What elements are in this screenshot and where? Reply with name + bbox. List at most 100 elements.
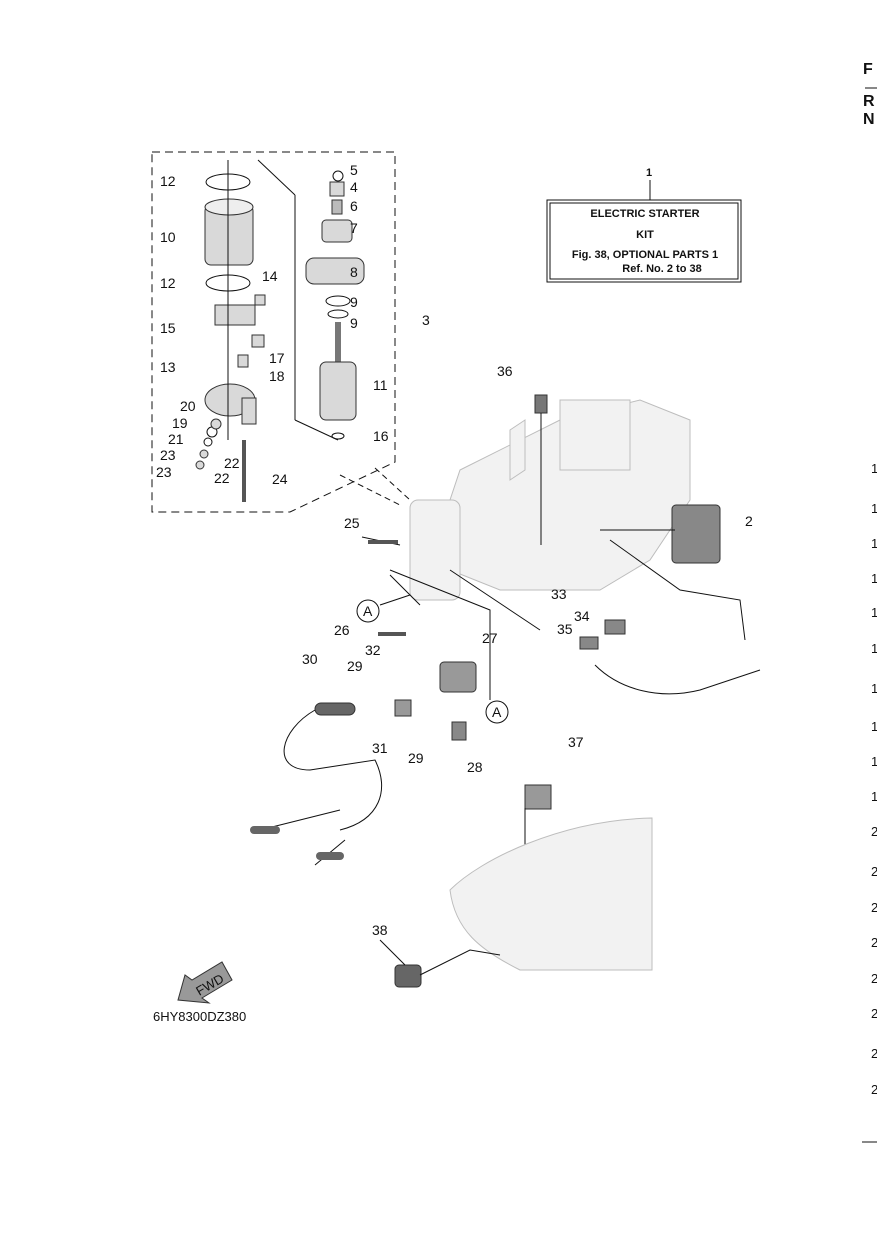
callout-11: 11 <box>373 377 388 393</box>
callout-22: 22 <box>224 455 240 471</box>
callout-37: 37 <box>568 734 584 750</box>
callout-29: 29 <box>408 750 424 766</box>
callout-15: 15 <box>160 320 176 336</box>
switch-37 <box>524 784 552 810</box>
callout-5: 5 <box>350 162 358 178</box>
washer-9a <box>325 295 351 307</box>
callout-4: 4 <box>350 179 358 195</box>
callout-26: 26 <box>334 622 350 638</box>
callout-28: 28 <box>467 759 483 775</box>
right-edge-digit: 1 <box>871 681 877 696</box>
washer-9b <box>327 309 349 319</box>
right-edge-digit: 1 <box>871 605 877 620</box>
callout-18: 18 <box>269 368 285 384</box>
armature-11 <box>319 361 357 421</box>
nut-23b <box>195 460 205 470</box>
armature-shaft <box>335 322 341 362</box>
callout-9: 9 <box>350 315 358 331</box>
through-bolt <box>242 440 246 502</box>
washer-20 <box>210 418 222 430</box>
bolt-25 <box>368 540 398 544</box>
starter-relay-31 <box>394 699 412 717</box>
callout-6: 6 <box>350 198 358 214</box>
right-edge-digit: 2 <box>871 824 877 839</box>
callout-8: 8 <box>350 264 358 280</box>
callout-9: 9 <box>350 294 358 310</box>
ref-marker-a-2 <box>485 700 509 724</box>
end-cover-boss <box>241 397 257 425</box>
callout-17: 17 <box>269 350 285 366</box>
kit-ref-range: Ref. No. 2 to 38 <box>622 263 701 275</box>
callout-30: 30 <box>302 651 318 667</box>
terminal-b <box>316 852 344 860</box>
callout-31: 31 <box>372 740 388 756</box>
terminal-a <box>250 826 280 834</box>
callout-29: 29 <box>347 658 363 674</box>
callout-32: 32 <box>365 642 381 658</box>
callout-23: 23 <box>160 447 176 463</box>
brush-b <box>251 334 265 348</box>
stopper-4 <box>329 181 345 197</box>
kit-title-line1: ELECTRIC STARTER <box>590 208 699 220</box>
nut-23a <box>199 449 209 459</box>
bracket-8 <box>305 257 365 285</box>
bolt-26 <box>378 632 406 636</box>
callout-21: 21 <box>168 431 184 447</box>
washer-16 <box>331 432 345 440</box>
starter-detail-frame <box>151 151 396 513</box>
right-edge-digit: 2 <box>871 1006 877 1021</box>
right-edge-digit: 1 <box>871 501 877 516</box>
starter-yoke-top <box>204 198 254 216</box>
brush-a <box>254 294 266 306</box>
starter-assembled <box>409 499 461 601</box>
cable-30 <box>314 702 356 716</box>
callout-23: 23 <box>156 464 172 480</box>
right-edge-digit: 1 <box>871 789 877 804</box>
right-edge-digit: 1 <box>871 536 877 551</box>
spring-6 <box>331 199 343 215</box>
callout-36: 36 <box>497 363 513 379</box>
relay-36 <box>534 394 548 414</box>
kit-title-line2: KIT <box>636 229 654 241</box>
frame-pointer-lines <box>339 467 411 506</box>
callout-3: 3 <box>422 312 430 328</box>
callout-7: 7 <box>350 220 358 236</box>
callout-27: 27 <box>482 630 498 646</box>
right-edge-digit: 2 <box>871 1082 877 1097</box>
engine-block <box>449 399 691 591</box>
right-edge-digit: 1 <box>871 719 877 734</box>
callout-35: 35 <box>557 621 573 637</box>
callout-14: 14 <box>262 268 278 284</box>
right-edge-digit: 1 <box>871 754 877 769</box>
connector-35 <box>579 636 599 650</box>
right-edge-digit: 1 <box>871 571 877 586</box>
brush-c <box>237 354 249 368</box>
sensor-38 <box>394 964 422 988</box>
kit-ref-number: 1 <box>646 167 652 179</box>
right-edge-digit: 2 <box>871 971 877 986</box>
right-edge-digit: 2 <box>871 1046 877 1061</box>
diagram-code: 6HY8300DZ380 <box>153 1009 246 1024</box>
callout-10: 10 <box>160 229 176 245</box>
callout-38: 38 <box>372 922 388 938</box>
right-edge-header: R <box>863 93 875 110</box>
callout-2: 2 <box>745 513 753 529</box>
right-edge-digit: 2 <box>871 935 877 950</box>
callout-24: 24 <box>272 471 288 487</box>
washer-21 <box>203 437 213 447</box>
callout-20: 20 <box>180 398 196 414</box>
fwd-arrow: FWD <box>177 961 233 1004</box>
ref-marker-a-1-label: A <box>363 603 373 619</box>
callout-19: 19 <box>172 415 188 431</box>
brush-holder <box>214 304 256 326</box>
connector-34 <box>604 619 626 635</box>
kit-box: 1 ELECTRIC STARTER KIT Fig. 38, OPTIONAL… <box>546 167 742 283</box>
callout-33: 33 <box>551 586 567 602</box>
ref-marker-a-2-label: A <box>492 704 502 720</box>
fuse-holder-28 <box>451 721 467 741</box>
callout-34: 34 <box>574 608 590 624</box>
right-edge-header: N <box>863 111 875 128</box>
right-edge-digit: 2 <box>871 900 877 915</box>
